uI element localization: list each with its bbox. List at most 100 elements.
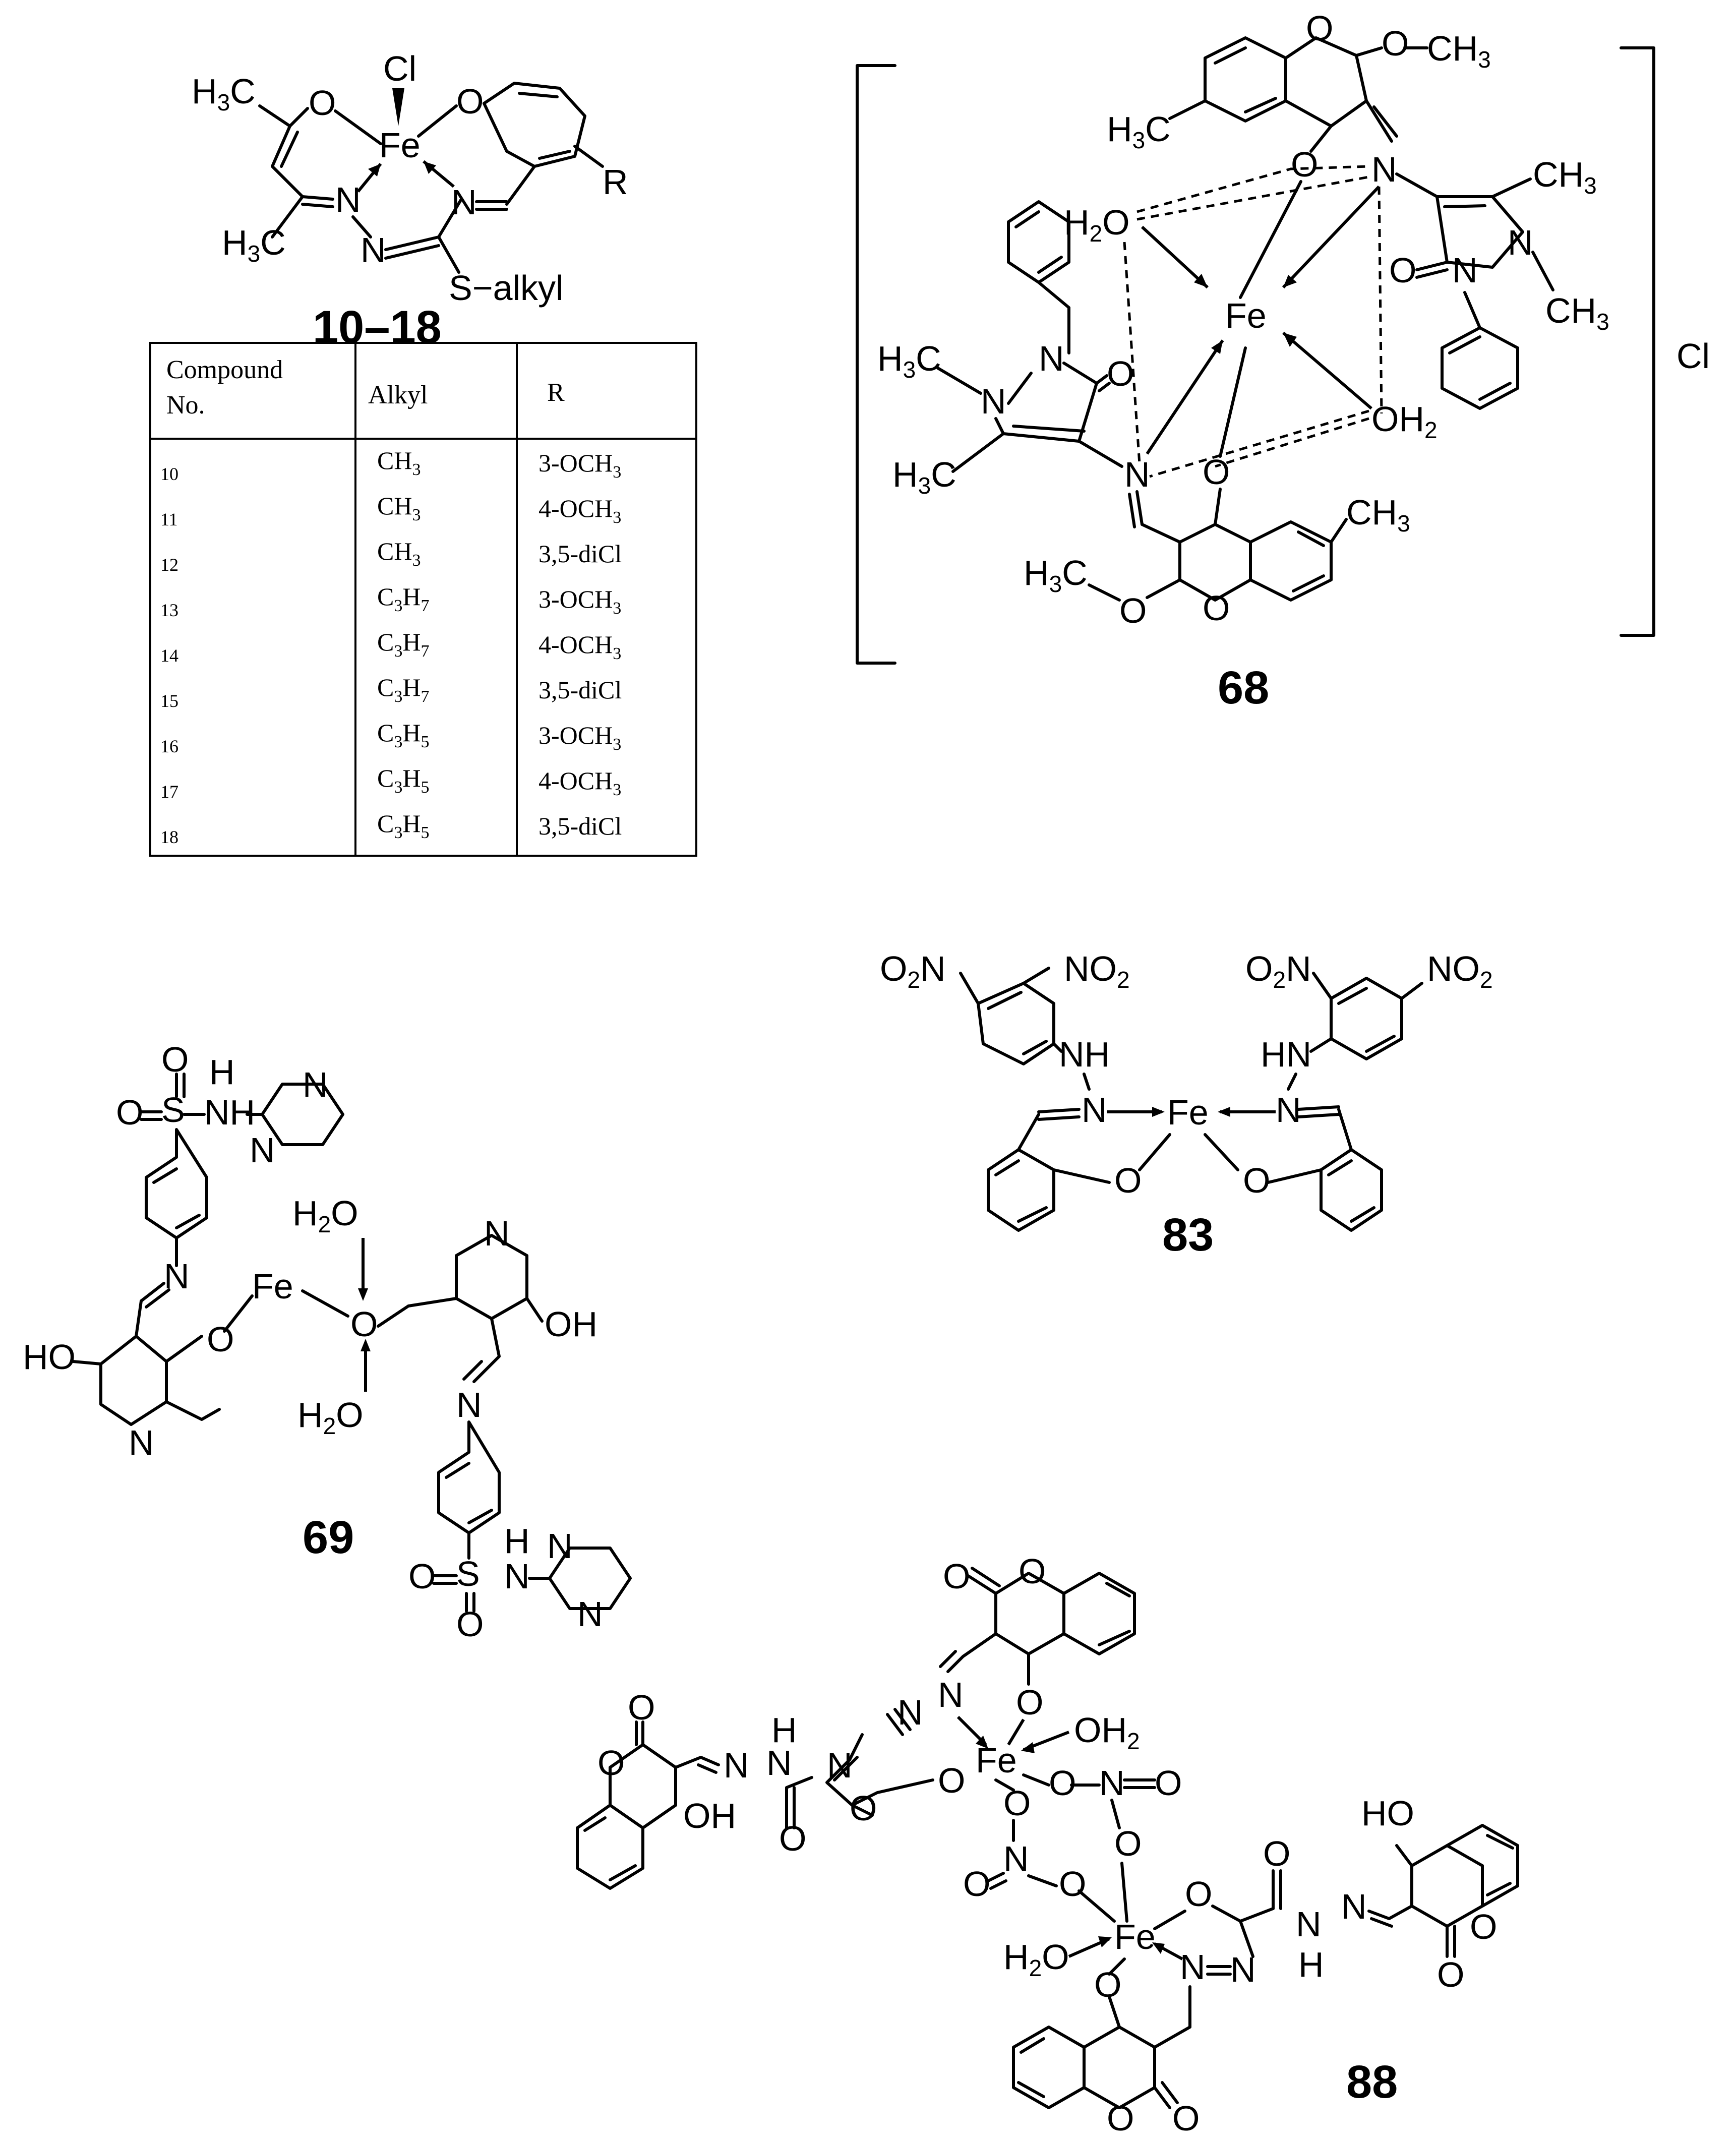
bond: [1088, 578, 1181, 602]
compound-number: 13: [160, 600, 178, 620]
o-atom: O: [1291, 145, 1318, 184]
o-atom: O: [1437, 1955, 1464, 1994]
bond: [1141, 488, 1222, 544]
r-cell: 3,5-diCl: [538, 676, 622, 704]
benzo-ring: [1012, 2026, 1086, 2109]
structure-10-18: Fe Cl H3C O H3C N N S−alkyl N O: [192, 49, 628, 353]
s-atom: S: [456, 1554, 480, 1593]
aryl-ring: [483, 82, 586, 206]
phenyl-ring: [1007, 200, 1070, 284]
h-atom: H: [504, 1521, 530, 1561]
oh2-label: OH2: [1074, 1710, 1140, 1754]
bond: [833, 1756, 859, 1781]
bond: [851, 1804, 874, 1817]
h2o-label: H2O: [292, 1194, 358, 1237]
o-atom: O: [963, 1864, 990, 1904]
bond: [1108, 1957, 1126, 1976]
o-atom: O: [350, 1304, 378, 1344]
compound-number: 15: [160, 691, 178, 711]
bond: [1211, 1905, 1275, 1958]
bond: [384, 244, 440, 260]
aryl-ring: [959, 972, 1055, 1065]
bond: [140, 1110, 163, 1121]
n-atom: N: [1452, 251, 1478, 290]
bond: [175, 1073, 186, 1098]
bond: [1007, 372, 1033, 405]
h3c-label: H3C: [192, 72, 256, 115]
n-atom: N: [1082, 1090, 1107, 1130]
n-atom: N: [724, 1746, 749, 1785]
coordination-arrow: [1146, 339, 1224, 455]
benzo-ring: [1204, 36, 1287, 123]
bond: [1037, 281, 1070, 354]
s-alkyl-label: S−alkyl: [449, 268, 564, 308]
o-atom: O: [943, 1557, 970, 1596]
r-cell: 3-OCH3: [538, 721, 621, 754]
bond: [1365, 99, 1398, 143]
r-cell: 3,5-diCl: [538, 812, 622, 840]
arrowhead: [368, 164, 381, 176]
n-atom: N: [1003, 1839, 1029, 1878]
o-atom: O: [1203, 452, 1230, 492]
alkyl-cell: C3H7: [377, 628, 429, 661]
aromatic-bond: [1098, 1582, 1131, 1646]
o-atom: O: [456, 1605, 484, 1644]
no2-label: O2N: [1245, 949, 1311, 993]
n-atom: N: [1276, 1090, 1301, 1130]
arrowhead: [1152, 1107, 1165, 1117]
nh-label: NH: [204, 1093, 255, 1132]
phenyl-ring: [145, 1128, 208, 1239]
h-atom: H: [209, 1052, 235, 1092]
aromatic-bond: [1017, 2037, 1045, 2098]
arrowhead: [424, 161, 436, 174]
o-atom: O: [1470, 1907, 1497, 1946]
header-compound: Compound: [166, 355, 283, 384]
bond: [886, 1708, 912, 1736]
o-atom: O: [1389, 251, 1416, 290]
n-atom: N: [303, 1065, 328, 1104]
h3c-label: H3C: [222, 223, 286, 267]
o-atom: O: [628, 1688, 655, 1727]
arrowhead: [1218, 1107, 1230, 1117]
pyrimidine-ring: [261, 1083, 344, 1146]
o-atom: O: [1185, 1874, 1212, 1914]
n-atom: N: [577, 1594, 603, 1634]
no2-label: NO2: [1064, 949, 1130, 993]
o-atom: O: [1019, 1552, 1046, 1591]
aromatic-bond: [1214, 46, 1277, 113]
bond: [951, 432, 1005, 473]
h3c-label: H3C: [877, 339, 941, 383]
o-atom: O: [1155, 1763, 1182, 1803]
r-cell: 4-OCH3: [538, 630, 621, 663]
phenyl-ring: [1320, 1108, 1383, 1232]
aromatic-bond: [1486, 1834, 1514, 1896]
n-atom: N: [547, 1526, 573, 1566]
bond: [165, 1335, 221, 1421]
coordination-arrow: [1282, 331, 1372, 410]
arrowhead: [976, 1736, 988, 1749]
benzo-ring: [1062, 1572, 1136, 1655]
n-atom: N: [1508, 223, 1533, 262]
bond: [1077, 440, 1123, 468]
bond: [1012, 425, 1086, 433]
h3c-label: H3C: [1024, 553, 1088, 597]
compound-label-69: 69: [303, 1512, 354, 1563]
bond: [377, 1297, 458, 1328]
compound-label-88: 88: [1346, 2056, 1398, 2108]
ho-label: HO: [23, 1337, 76, 1377]
cl-atom: Cl: [383, 49, 416, 88]
fe-atom: Fe: [1225, 296, 1267, 335]
bond: [939, 1632, 1030, 1686]
ho-label: HO: [1361, 1794, 1414, 1833]
h2o-label: H2O: [297, 1395, 364, 1439]
bond: [1309, 125, 1333, 153]
bond: [1128, 490, 1144, 528]
n-atom: N: [1099, 1763, 1125, 1803]
header-no: No.: [166, 391, 205, 420]
o-atom: O: [1049, 1763, 1076, 1803]
compound-number: 14: [160, 645, 178, 666]
n-atom: N: [1371, 150, 1397, 189]
